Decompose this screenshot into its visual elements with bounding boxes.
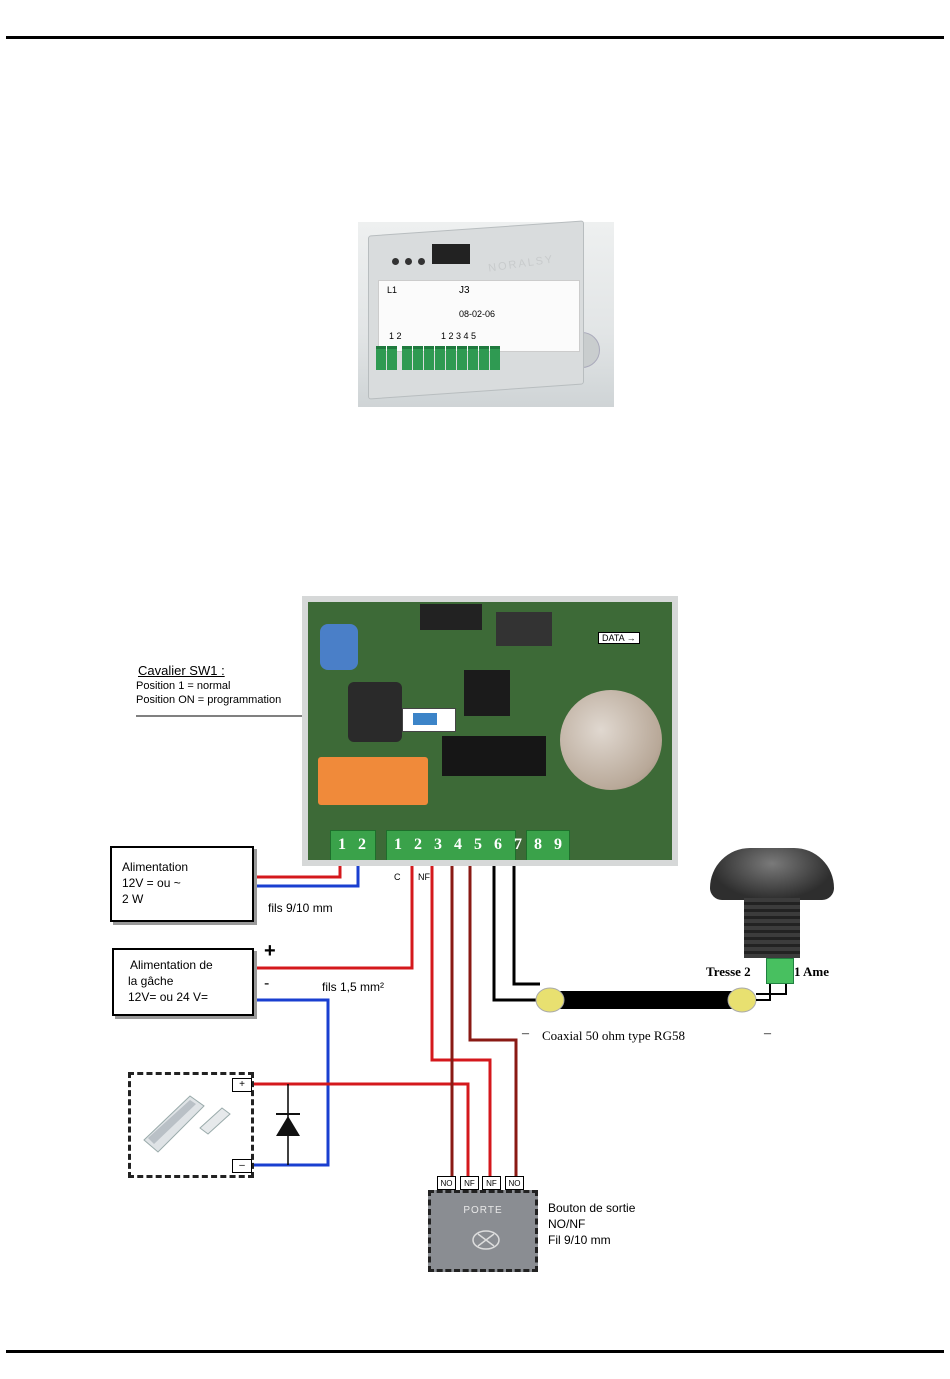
alim-line3: 2 W [122,892,144,906]
terminal-num: 1 [394,836,402,853]
coax-tresse-wire [492,862,540,1002]
terminal-num: 9 [554,836,562,853]
coax-cable [556,991,732,1009]
strike-plus-terminal: + [232,1078,252,1092]
exit-pin: NO [437,1176,456,1190]
exit-pin: NF [460,1176,479,1190]
coax-to-button [756,982,771,1001]
header-rule [6,36,944,39]
coax-connector-right [727,987,757,1013]
push-button-photo [710,848,834,900]
coax-connector-left [535,987,565,1013]
cavalier-line2: Position ON = programmation [136,694,282,706]
gache-line3: 12V= ou 24 V= [128,990,209,1004]
tresse-label: Tresse 2 [706,964,751,979]
exit-symbol-icon [472,1230,500,1250]
exit-nf-wire [430,862,492,1176]
alim-red-wire [252,862,342,879]
label-date: 08-02-06 [459,309,496,319]
bouton-line1: Bouton de sortie [548,1201,636,1215]
exit-no2-wire [468,862,518,1176]
terminal-num: 4 [454,836,462,853]
porte-label: PORTE [463,1205,503,1216]
data-label: DATA → [598,632,640,644]
terminal-num: 2 [414,836,422,853]
terminal-num: 3 [434,836,442,853]
label-pins-right: 1 2 3 4 5 [441,331,477,341]
door-strike-frame [128,1072,254,1178]
alim-line1: Alimentation [122,860,189,874]
cavalier-title: Cavalier SW1 : [138,663,225,678]
terminal-num: 6 [494,836,502,853]
terminal-num: 5 [474,836,482,853]
label-pins-left: 1 2 [389,331,402,341]
minus-sign: - [264,975,270,992]
alim-line2: 12V = ou ~ [122,876,181,890]
bouton-line3: Fil 9/10 mm [548,1233,611,1247]
led-indicators [392,252,431,270]
cavalier-line1: Position 1 = normal [136,680,231,692]
exit-pin: NF [482,1176,501,1190]
push-button-thread [744,898,800,958]
footer-rule [6,1350,944,1353]
coax-ame-wire [512,862,540,986]
fils-label-1: fils 9/10 mm [268,901,333,915]
product-photo: NORALSY L1 J3 08-02-06 1 2 1 2 3 4 5 [358,220,614,407]
gache-line2: la gâche [128,974,174,988]
coax-minus-right: – [764,1026,771,1041]
label-l1: L1 [387,285,398,295]
alimentation-box: Alimentation 12V = ou ~ 2 W [110,846,254,922]
memory-chip [442,736,546,776]
ame-label: 1 Ame [794,964,830,979]
coax-minus-left: – [522,1026,529,1041]
exit-button-photo: PORTE [428,1190,538,1272]
gache-red-wire [252,862,414,970]
gache-line1: Alimentation de [130,958,213,972]
product-label: L1 J3 08-02-06 1 2 1 2 3 4 5 [378,280,580,352]
magnetic-lock-icon [143,1095,231,1153]
terminal-block [376,346,506,370]
diode-symbol [276,1116,300,1136]
coin-battery [560,690,662,790]
pcb-pin-header [496,612,552,646]
plus-sign: + [264,940,276,962]
pcb-photo: DATA → 1 2 1 2 3 4 5 6 7 8 9 [302,596,678,866]
sw1-jumper [402,708,456,732]
alim-blue-wire [252,862,360,888]
relay [318,757,428,805]
microcontroller [464,670,510,716]
fils-label-2: fils 1,5 mm² [322,980,385,994]
label-j3: J3 [459,285,470,296]
c-label: C [394,872,401,882]
terminal-num: 7 [514,836,522,853]
strike-minus-terminal: – [232,1159,252,1173]
terminal-num: 8 [534,836,542,853]
strike-red-wire [252,1082,470,1176]
terminal-num: 1 [338,836,346,853]
push-button-terminal [766,958,794,984]
terminal-num: 2 [358,836,366,853]
inductor [348,682,402,742]
nf-label: NF [418,872,430,882]
alimentation-gache-box: Alimentation de la gâche 12V= ou 24 V= [112,948,254,1016]
pcb-header-connector [420,604,482,630]
pcb-terminal-strip: 1 2 1 2 3 4 5 6 7 8 9 [330,830,574,860]
capacitor [320,624,358,670]
exit-pin: NO [505,1176,524,1190]
j3-connector [432,244,470,264]
bouton-line2: NO/NF [548,1217,586,1231]
coax-label: Coaxial 50 ohm type RG58 [542,1028,685,1043]
